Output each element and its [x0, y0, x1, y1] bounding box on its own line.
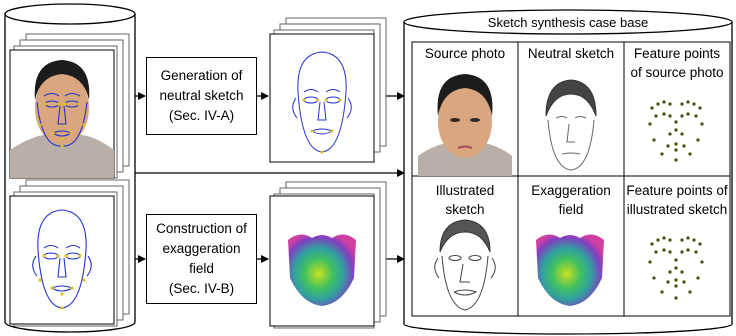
neutral-sketch-image [545, 79, 597, 171]
cell-label-illustrated-sketch: Illustrated sketch [435, 183, 495, 217]
generation-line1: Generation of [160, 68, 243, 83]
cell-label-source-photo: Source photo [424, 46, 506, 61]
cell-label-neutral-sketch: Neutral sketch [527, 46, 615, 61]
construction-line2: exaggeration [162, 241, 241, 256]
construction-line4: (Sec. IV-B) [168, 281, 235, 296]
cell-label-exaggeration-field: Exaggeration field [531, 183, 611, 217]
generation-line2: neutral sketch [159, 88, 244, 103]
source-feature-points [648, 100, 704, 162]
construction-process-box: Construction of exaggeration field (Sec.… [146, 214, 257, 304]
exaggeration-field-stack [269, 181, 387, 329]
cell-label-illustrated-feature-points: Feature points of illustrated sketch [626, 183, 728, 217]
illustrated-sketch-image [434, 219, 496, 311]
construction-line1: Construction of [156, 221, 247, 236]
input-sketch-stack [9, 179, 130, 327]
exaggeration-field-image [536, 234, 604, 306]
neutral-sketch-card [269, 33, 375, 163]
generation-line3: (Sec. IV-A) [168, 108, 235, 123]
generation-process-box: Generation of neutral sketch (Sec. IV-A) [146, 57, 257, 135]
case-base-title: Sketch synthesis case base [487, 15, 649, 30]
illustrated-feature-points [648, 236, 704, 300]
cell-label-source-feature-points: Feature points of source photo [630, 46, 724, 80]
source-photo-image [418, 74, 512, 176]
input-photo-stack [9, 33, 130, 179]
construction-line3: field [189, 261, 214, 276]
neutral-sketch-stack [269, 17, 387, 163]
input-sketch [9, 195, 115, 325]
